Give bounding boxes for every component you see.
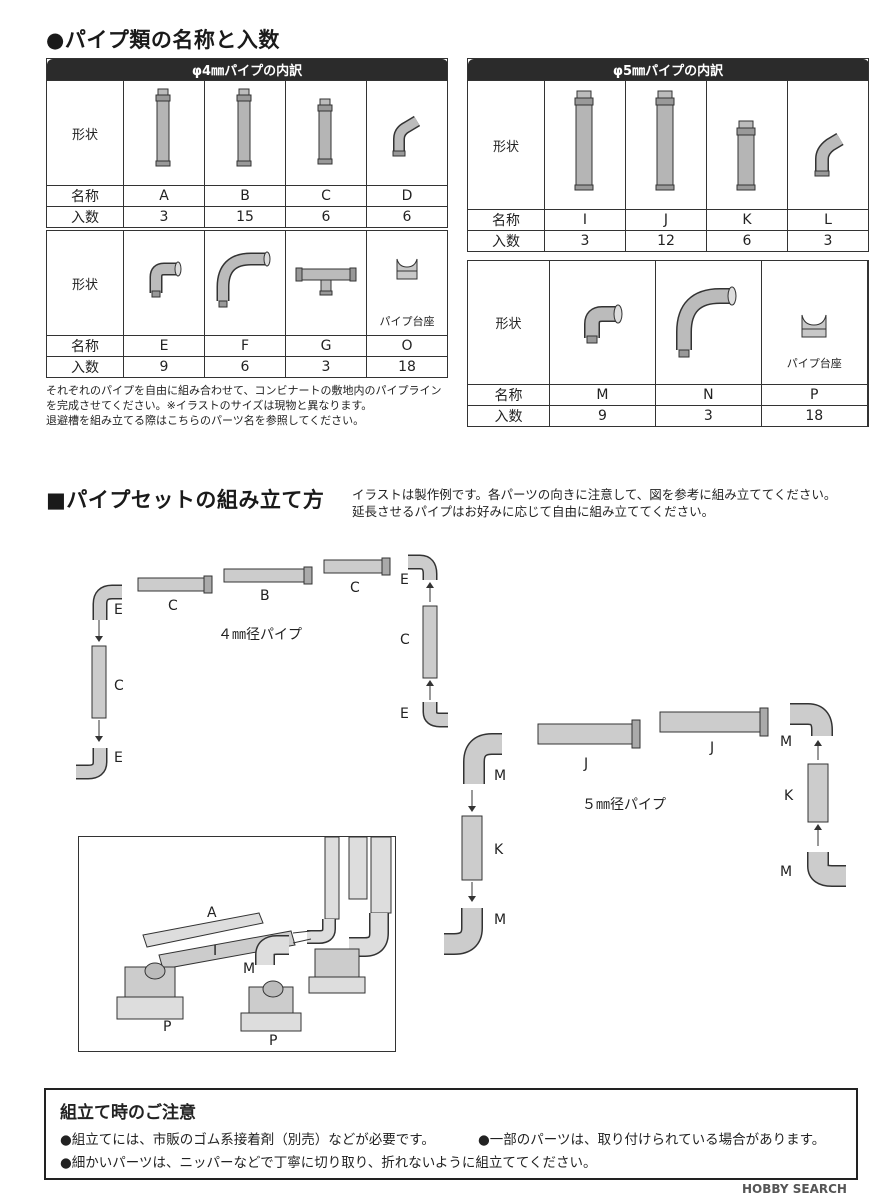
elbow-icon-e (149, 261, 182, 298)
section-title-assembly: ■パイプセットの組み立て方 (46, 488, 325, 512)
label-j: J (584, 756, 589, 772)
label-p: P (163, 1019, 172, 1035)
empty-cell (866, 260, 870, 385)
label-k: K (494, 842, 504, 858)
part-count (866, 405, 870, 427)
pipe-base-icon-p (801, 314, 827, 337)
curve-icon-f (216, 251, 271, 308)
caution-line: ●細かいパーツは、ニッパーなどで丁寧に切り取り、折れないように組立ててください。 (60, 1155, 597, 1171)
label-e: E (400, 572, 409, 588)
part-count: 6 (706, 230, 788, 252)
label-c: C (114, 678, 124, 694)
pipe5-table-bottom: 形状 パイプ台座 名称 M N P 入数 9 3 18 (467, 260, 870, 427)
note-line: 退避槽を組み立てる際はこちらのパーツ名を参照してください。 (46, 414, 365, 427)
caption-5mm: ５㎜径パイプ (582, 797, 666, 813)
curve-icon-n (676, 286, 737, 357)
part-count: 18 (366, 356, 448, 378)
label-e: E (114, 750, 123, 766)
label-e: E (114, 602, 123, 618)
pipe5-table-top: φ5㎜パイプの内訳 形状 名称 I J K L 入数 3 12 6 3 (467, 58, 869, 252)
part-b-illustration (204, 80, 286, 186)
label-j: J (710, 740, 715, 756)
note-text: それぞれのパイプを自由に組み合わせて、コンビナートの敷地内のパイプライン を完成… (46, 383, 456, 428)
label-c: C (350, 580, 360, 596)
elbow45-icon-l (814, 132, 844, 177)
count-label: 入数 (467, 230, 545, 252)
part-c-illustration (285, 80, 367, 186)
part-a-illustration (123, 80, 205, 186)
note-line: それぞれのパイプを自由に組み合わせて、コンビナートの敷地内のパイプライン (46, 384, 442, 397)
pipeline-example-illustration (116, 836, 392, 1032)
caption-4mm: ４㎜径パイプ (218, 627, 302, 643)
caution-line: ●組立てには、市販のゴム系接着剤（別売）などが必要です。 (60, 1132, 435, 1148)
base-caption: パイプ台座 (786, 356, 842, 370)
count-label: 入数 (46, 206, 124, 228)
pipe-icon-b (236, 88, 252, 167)
description-line: 延長させるパイプはお好みに応じて自由に組み立ててください。 (352, 504, 715, 519)
description-line: イラストは製作例です。各パーツの向きに注意して、図を参考に組み立ててください。 (352, 487, 837, 502)
caution-title: 組立て時のご注意 (60, 1103, 196, 1123)
pipe-icon-j (655, 90, 675, 191)
pipe5-table-header: φ5㎜パイプの内訳 (467, 58, 869, 81)
label-p: P (269, 1033, 278, 1049)
caution-line: ●一部のパーツは、取り付けられている場合があります。 (478, 1132, 826, 1148)
elbow45-icon-d (392, 115, 421, 157)
part-n-illustration (654, 260, 762, 385)
part-d-illustration (366, 80, 448, 186)
name-label: 名称 (467, 384, 550, 406)
label-k: K (784, 788, 794, 804)
watermark-logo: HOBBY SEARCH (742, 1182, 847, 1196)
label-m: M (780, 734, 793, 750)
part-count: 3 (285, 356, 367, 378)
assembly-description: イラストは製作例です。各パーツの向きに注意して、図を参考に組み立ててください。 … (352, 486, 836, 520)
part-count: 3 (654, 405, 762, 427)
count-label: 入数 (467, 405, 550, 427)
pipe-icon-a (155, 88, 171, 167)
pipe-icon-i (574, 90, 594, 191)
label-c: C (400, 632, 410, 648)
part-count: 3 (787, 230, 869, 252)
caution-box: 組立て時のご注意 ●組立てには、市販のゴム系接着剤（別売）などが必要です。 ●一… (44, 1088, 858, 1180)
part-count: 15 (204, 206, 286, 228)
part-m-illustration (549, 260, 656, 385)
section-title-pipe-list: ●パイプ類の名称と入数 (46, 28, 280, 52)
pipe-base-icon-o (396, 258, 418, 280)
part-o-illustration: パイプ台座 (366, 230, 448, 336)
label-e: E (400, 706, 409, 722)
note-line: を完成させてください。※イラストのサイズは現物と異なります。 (46, 399, 373, 412)
label-a: A (207, 905, 217, 921)
part-g-illustration (285, 230, 367, 336)
part-count: 6 (285, 206, 367, 228)
label-c: C (168, 598, 178, 614)
label-m: M (494, 768, 507, 784)
elbow-icon-m (584, 304, 623, 343)
part-i-illustration (544, 80, 626, 210)
part-l-illustration (787, 80, 869, 210)
count-label: 入数 (46, 356, 124, 378)
pipe-icon-k (736, 120, 756, 191)
pipe4-table-bottom: 形状 パイプ台座 名称 E F G O 入数 9 6 3 18 (46, 230, 448, 378)
shape-label: 形状 (467, 260, 550, 385)
tee-icon-g (295, 267, 357, 296)
part-count: 6 (366, 206, 448, 228)
label-i: I (213, 943, 218, 959)
label-m: M (243, 961, 256, 977)
label-b: B (260, 588, 270, 604)
part-f-illustration (204, 230, 286, 336)
label-m: M (780, 864, 793, 880)
part-e-illustration (123, 230, 205, 336)
label-m: M (494, 912, 507, 928)
shape-label: 形状 (467, 80, 545, 210)
pipe4-table-top: φ4㎜パイプの内訳 形状 名称 A B C D 入数 3 15 6 6 (46, 58, 448, 228)
base-caption: パイプ台座 (379, 315, 435, 328)
example-illustration-frame: A I M P P (78, 836, 396, 1052)
pipe-icon-c (317, 98, 333, 165)
